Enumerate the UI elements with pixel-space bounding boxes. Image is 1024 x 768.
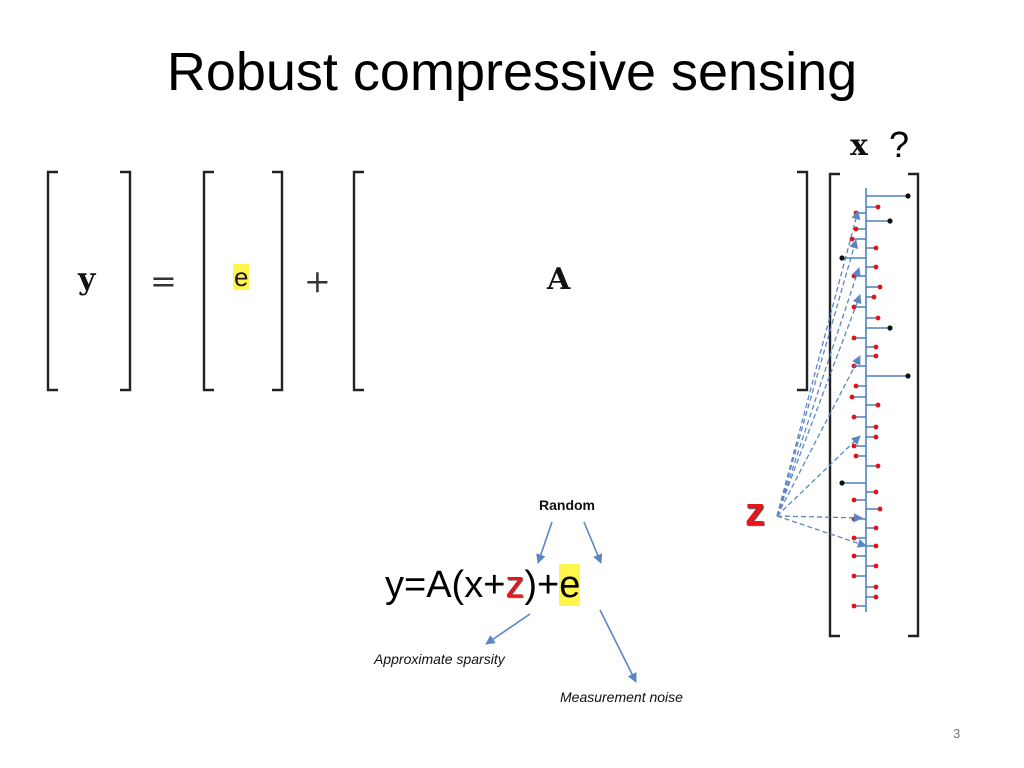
small-coefficient-dot (873, 424, 879, 430)
x-vector-brackets (828, 172, 920, 638)
small-coefficient-dot (853, 383, 859, 389)
page-number: 3 (953, 726, 961, 741)
z-dashed-arrow (776, 239, 859, 517)
small-coefficient-dot (873, 353, 879, 359)
z-dashed-arrow (776, 267, 861, 517)
large-coefficient-dot (839, 480, 845, 486)
equation-e-symbol: e (559, 564, 581, 606)
small-coefficient-dot (851, 304, 857, 310)
large-coefficient-dot (839, 255, 845, 261)
small-coefficient-dot (877, 284, 883, 290)
z-callout-label: z (745, 490, 765, 534)
z-dashed-arrow (776, 513, 863, 523)
small-coefficient-dot (873, 434, 879, 440)
random-label: Random (539, 497, 595, 513)
x-vector-label: x (850, 128, 868, 163)
small-coefficient-dot (851, 497, 857, 503)
model-equation: y=A(x+z)+e (385, 563, 581, 607)
large-coefficient-dot (905, 373, 911, 379)
large-coefficient-dot (887, 218, 893, 224)
small-coefficient-dot (851, 573, 857, 579)
e-vector-brackets (202, 170, 284, 392)
small-coefficient-dot (853, 453, 859, 459)
small-coefficient-dot (871, 294, 877, 300)
small-coefficient-dot (873, 525, 879, 531)
e-vector-label: e (233, 262, 250, 292)
z-dashed-arrow (776, 294, 862, 517)
small-coefficient-dot (851, 414, 857, 420)
small-coefficient-dot (873, 344, 879, 350)
equation-prefix: y=A(x+ (385, 564, 506, 606)
z-dashed-arrow (776, 355, 861, 517)
small-coefficient-dot (873, 543, 879, 549)
small-coefficient-dot (873, 563, 879, 569)
x-vector-stems (839, 188, 911, 612)
small-coefficient-dot (849, 394, 855, 400)
e-to-measurement-noise-arrow (599, 609, 637, 683)
x-unknown-question-mark: ? (889, 124, 910, 165)
small-coefficient-dot (873, 264, 879, 270)
z-dashed-arrow (776, 210, 861, 517)
random-to-e-arrow (583, 521, 603, 564)
y-vector-label: y (78, 262, 96, 297)
z-to-approx-sparsity-arrow (485, 613, 531, 645)
small-coefficient-dot (875, 402, 881, 408)
z-dashed-arrow (776, 435, 861, 517)
large-coefficient-dot (887, 325, 893, 331)
small-coefficient-dot (875, 463, 881, 469)
y-vector-brackets (46, 170, 132, 392)
small-coefficient-dot (873, 584, 879, 590)
small-coefficient-dot (875, 315, 881, 321)
plus-sign: + (304, 262, 331, 300)
small-coefficient-dot (851, 535, 857, 541)
equation-arrows (485, 521, 637, 683)
small-coefficient-dot (873, 489, 879, 495)
small-coefficient-dot (853, 226, 859, 232)
a-matrix-brackets (352, 170, 809, 392)
small-coefficient-dot (851, 603, 857, 609)
equation-z-symbol: z (505, 564, 525, 606)
small-coefficient-dot (851, 553, 857, 559)
random-to-z-arrow (536, 521, 553, 564)
equation-middle: )+ (524, 564, 560, 606)
measurement-noise-label: Measurement noise (560, 689, 683, 705)
z-arrows (776, 210, 867, 548)
small-coefficient-dot (851, 335, 857, 341)
small-coefficient-dot (873, 594, 879, 600)
small-coefficient-dot (875, 204, 881, 210)
a-matrix-label: A (547, 262, 571, 297)
approximate-sparsity-label: Approximate sparsity (374, 651, 505, 667)
slide-title: Robust compressive sensing (166, 42, 858, 102)
large-coefficient-dot (905, 193, 911, 199)
small-coefficient-dot (877, 506, 883, 512)
equals-sign: = (150, 262, 177, 300)
small-coefficient-dot (851, 443, 857, 449)
small-coefficient-dot (873, 245, 879, 251)
